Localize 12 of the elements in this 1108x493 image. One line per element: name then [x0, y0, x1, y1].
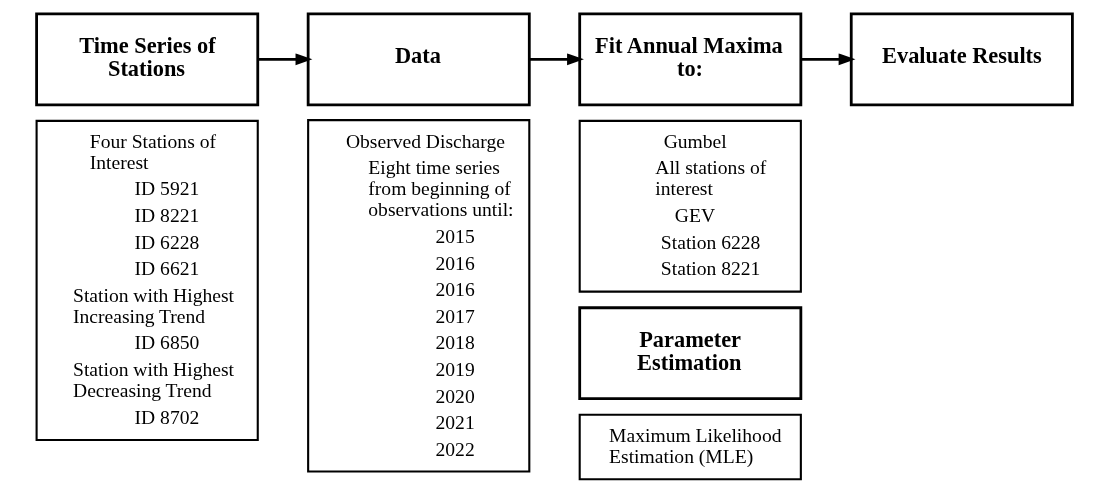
- node-box: Fit Annual Maxima to:: [577, 12, 802, 107]
- node-box: Gumbel All stations of interest GEV Station 6228 Station 8221: [578, 119, 802, 293]
- node-box: Four Stations of Interest ID 5921 ID 8221 ID 6228 ID 6621 Station with Highest Increasing Trend ID 6850 Station with Highest Decreasing Trend ID 8702: [35, 119, 259, 442]
- node-box: Time Series of Stations: [34, 12, 259, 107]
- node-box: Observed Discharge Eight time series from beginning of observations until: 2015 2016 2016 2017 2018 2019 2020 2021 2022: [306, 119, 530, 473]
- arrow: [257, 53, 312, 66]
- node-box: Parameter Estimation: [577, 306, 802, 401]
- arrow: [528, 53, 584, 66]
- arrow: [800, 53, 855, 66]
- node-box: Evaluate Results: [849, 12, 1074, 107]
- node-box: Data: [306, 12, 531, 107]
- node-box: Maximum Likelihood Estimation (MLE): [578, 413, 802, 481]
